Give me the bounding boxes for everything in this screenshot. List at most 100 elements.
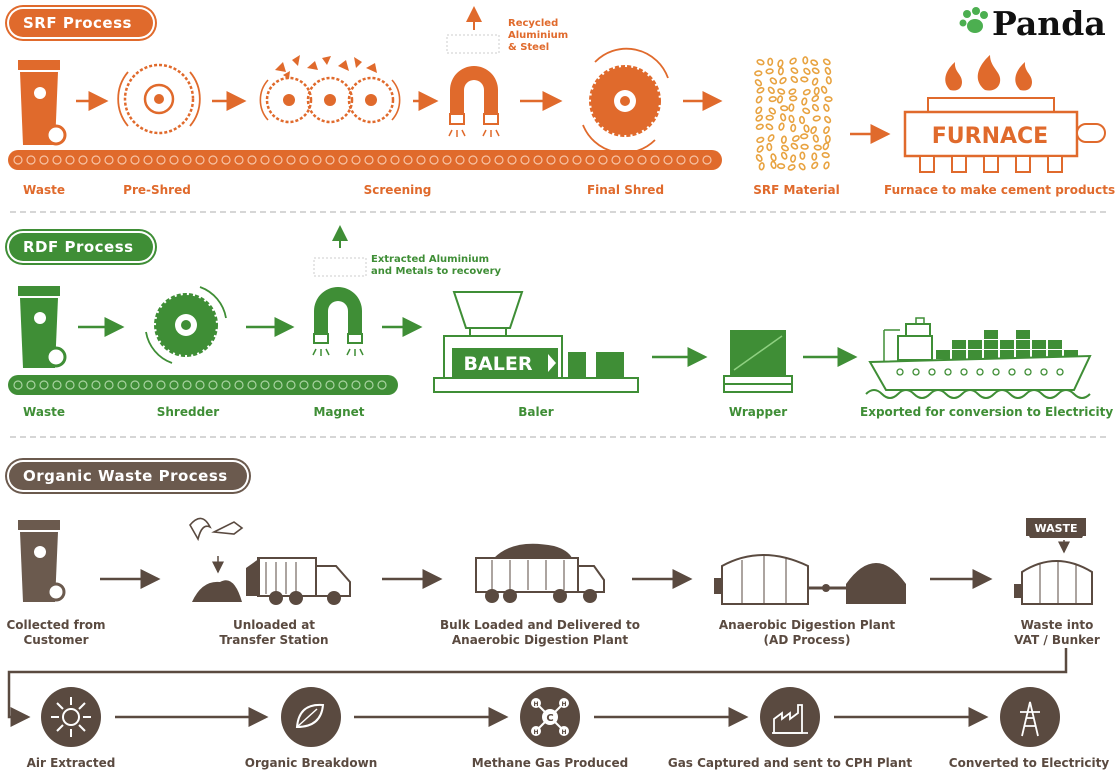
conveyor-roller — [91, 380, 101, 390]
ship-porthole — [896, 368, 904, 376]
ship-porthole — [960, 368, 968, 376]
conveyor-roller — [286, 380, 296, 390]
organic-step-bulk-loaded-line1: Bulk Loaded and Delivered to — [440, 618, 640, 632]
srf-chip — [823, 161, 830, 170]
conveyor-roller — [663, 155, 673, 165]
organic-breakdown-icon — [281, 687, 341, 747]
srf-chip — [780, 151, 788, 160]
rdf-step-wrapper: Wrapper — [728, 405, 788, 419]
srf-chip — [768, 96, 777, 103]
organic-step-unloaded-line2: Transfer Station — [219, 633, 329, 647]
conveyor-roller — [468, 155, 478, 165]
conveyor-roller — [429, 155, 439, 165]
carbon-symbol: C — [546, 713, 553, 724]
srf-chip — [780, 135, 787, 144]
srf-chip — [811, 103, 820, 112]
conveyor-roller — [702, 155, 712, 165]
wrapper-bale-icon — [723, 330, 793, 393]
srf-chip — [777, 59, 784, 68]
conveyor-roller — [208, 380, 218, 390]
organic-step-organic-breakdown: Organic Breakdown — [244, 756, 378, 770]
conveyor-roller — [442, 155, 452, 165]
conveyor-roller — [390, 155, 400, 165]
srf-chip — [811, 95, 820, 102]
organic-step-vat-line1: Waste into — [1020, 618, 1094, 632]
conveyor-roller — [39, 380, 49, 390]
organic-step-methane: Methane Gas Produced — [471, 756, 629, 770]
conveyor-roller — [195, 155, 205, 165]
conveyor-roller — [221, 155, 231, 165]
conveyor-roller — [26, 155, 36, 165]
conveyor-roller — [546, 155, 556, 165]
srf-chip — [766, 142, 773, 152]
organic-step-electricity: Converted to Electricity — [948, 756, 1110, 770]
conveyor-roller — [247, 380, 257, 390]
row-connector — [7, 648, 1068, 727]
srf-chip — [823, 126, 830, 135]
srf-chip — [776, 163, 786, 170]
srf-chip — [803, 67, 811, 75]
srf-chip — [765, 123, 774, 131]
conveyor-roller — [338, 380, 348, 390]
srf-chip — [767, 57, 774, 66]
srf-chip — [787, 164, 796, 171]
rdf-conveyor — [8, 375, 398, 395]
transfer-station-icon — [189, 517, 351, 605]
conveyor-roller — [637, 155, 647, 165]
conveyor-roller — [299, 380, 309, 390]
baler-label: BALER — [464, 353, 533, 375]
srf-chip — [822, 142, 830, 151]
srf-step-waste: Waste — [23, 183, 65, 197]
baler-machine-icon: BALER — [433, 291, 639, 393]
ship-porthole — [944, 368, 952, 376]
srf-chip — [768, 107, 777, 115]
rdf-bin-icon — [18, 286, 67, 368]
srf-chip — [812, 134, 819, 143]
conveyor-roller — [156, 155, 166, 165]
container-box — [1032, 340, 1046, 349]
organic-step-collected: Collected from Customer — [2, 618, 110, 648]
srf-chip — [790, 154, 797, 163]
conveyor-roller — [26, 380, 36, 390]
conveyor-roller — [208, 155, 218, 165]
conveyor-roller — [286, 155, 296, 165]
container-box — [968, 350, 982, 359]
conveyor-roller — [377, 155, 387, 165]
recycled-note-line3: & Steel — [508, 42, 550, 53]
rdf-magnet-icon — [312, 225, 367, 356]
conveyor-roller — [65, 380, 75, 390]
conveyor-roller — [338, 155, 348, 165]
factory-icon — [760, 687, 820, 747]
srf-step-pre-shred: Pre-Shred — [123, 183, 191, 197]
srf-chip — [754, 70, 763, 77]
srf-chip — [823, 115, 832, 124]
srf-chip — [801, 97, 808, 106]
srf-chip — [778, 122, 785, 131]
hydrogen-symbol-1: H — [533, 701, 538, 708]
conveyor-roller — [325, 155, 335, 165]
srf-chip — [790, 67, 799, 74]
srf-chip — [824, 96, 833, 103]
srf-chip — [822, 58, 831, 66]
srf-chip — [777, 88, 786, 95]
srf-chip — [800, 76, 809, 83]
ship-porthole — [992, 368, 1000, 376]
conveyor-roller — [312, 155, 322, 165]
container-box — [952, 350, 966, 359]
conveyor-roller — [247, 155, 257, 165]
srf-chip — [789, 95, 798, 102]
ship-porthole — [976, 368, 984, 376]
conveyor-roller — [273, 155, 283, 165]
srf-step-screening: Screening — [363, 183, 432, 197]
conveyor-roller — [559, 155, 569, 165]
srf-chip — [756, 136, 765, 144]
logo-text: Panda — [992, 4, 1106, 43]
srf-magnet-icon — [446, 6, 500, 137]
conveyor-roller — [572, 155, 582, 165]
srf-chip — [779, 113, 787, 122]
srf-step-srf-material: SRF Material — [753, 183, 840, 197]
conveyor-roller — [403, 155, 413, 165]
organic-step-vat-line2: VAT / Bunker — [1014, 633, 1100, 647]
container-box — [1048, 340, 1062, 349]
srf-chip — [802, 56, 809, 65]
